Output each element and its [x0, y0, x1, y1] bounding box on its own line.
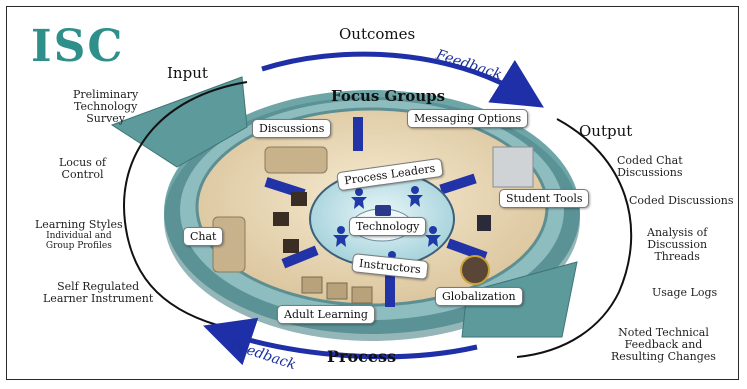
locus-of-control-label: Locus of Control [59, 156, 107, 181]
focus-groups-heading: Focus Groups [331, 87, 446, 105]
input-wedge-block [110, 76, 248, 168]
student-tools-pill: Student Tools [499, 189, 590, 208]
input-cycle-arc [123, 81, 248, 326]
output-cycle-arc [516, 118, 633, 358]
technology-pill: Technology [349, 217, 427, 236]
output-heading: Output [579, 122, 633, 140]
self-regulated-label: Self Regulated Learner Instrument [43, 280, 154, 305]
globalization-pill: Globalization [435, 287, 523, 306]
coded-discussions-label: Coded Discussions [629, 194, 734, 207]
adult-learning-pill: Adult Learning [277, 305, 375, 324]
computer-icon [375, 205, 391, 216]
feedback-arrow-bottom [203, 317, 478, 366]
process-heading: Process [327, 347, 397, 366]
diagram-frame: ISC Outcomes Input Output Focus Groups P… [6, 6, 739, 380]
coded-chat-label: Coded Chat Discussions [617, 154, 683, 179]
brand-logo: ISC [31, 21, 125, 72]
usage-logs-label: Usage Logs [652, 286, 718, 299]
messaging-options-pill: Messaging Options [407, 109, 529, 128]
chat-pill: Chat [183, 227, 224, 246]
learning-styles-label: Learning Styles Individual and Group Pro… [35, 218, 123, 252]
noted-feedback-label: Noted Technical Feedback and Resulting C… [611, 326, 716, 363]
outcomes-title: Outcomes [339, 25, 416, 43]
analysis-label: Analysis of Discussion Threads [647, 226, 708, 263]
preliminary-survey-label: Preliminary Technology Survey [73, 88, 139, 125]
globe-icon [460, 255, 490, 285]
discussions-pill: Discussions [252, 119, 332, 138]
feedback-arrow-top [261, 51, 544, 108]
input-heading: Input [167, 64, 208, 82]
